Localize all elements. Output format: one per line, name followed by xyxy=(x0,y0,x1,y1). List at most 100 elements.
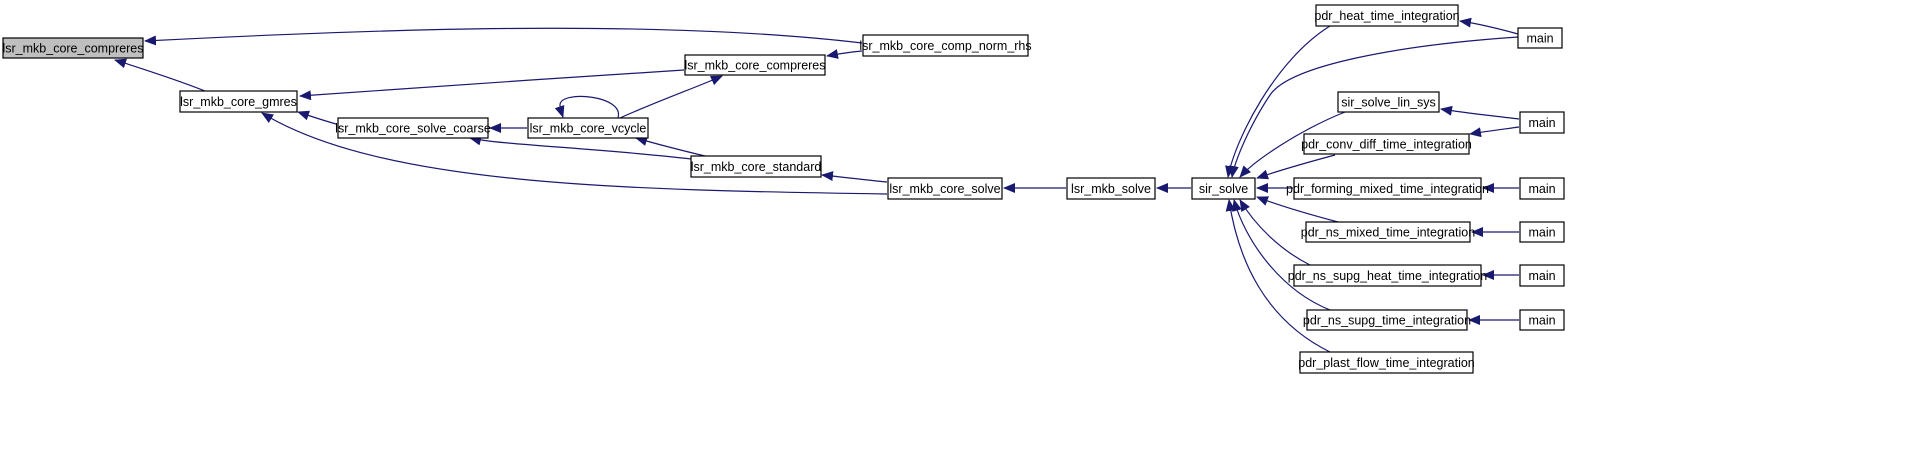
edge-ns_mixed-to-sir_solve xyxy=(1256,196,1339,223)
edge-comp_norm_rhs-to-compreres_root xyxy=(144,27,863,46)
edge-main1-to-sir_solve xyxy=(1228,36,1519,178)
node-label: sir_solve xyxy=(1199,182,1248,196)
edge-lin_sys-to-sir_solve xyxy=(1239,111,1346,178)
node-box xyxy=(527,117,649,139)
node-label: pdr_conv_diff_time_integration xyxy=(1301,138,1472,152)
edge-gmres-to-compreres_root xyxy=(114,58,206,92)
node-box xyxy=(1191,177,1256,200)
node-label: pdr_ns_mixed_time_integration xyxy=(1301,226,1475,240)
node-box xyxy=(1303,133,1470,155)
node-main1[interactable]: main xyxy=(1517,27,1563,49)
node-box xyxy=(862,34,1029,57)
node-label: lsr_mkb_core_solve_coarse xyxy=(335,122,491,136)
node-label: lsr_mkb_core_compreres xyxy=(2,42,143,56)
node-label: pdr_plast_flow_time_integration xyxy=(1298,356,1475,370)
node-label: lsr_mkb_core_standard xyxy=(691,160,822,174)
node-forming[interactable]: pdr_forming_mixed_time_integration xyxy=(1286,177,1489,200)
edges-layer xyxy=(114,17,1520,353)
node-box xyxy=(1337,91,1440,113)
node-box xyxy=(887,177,1003,200)
edge-arrow xyxy=(826,49,863,59)
nodes-layer: lsr_mkb_core_compreres lsr_mkb_core_gmres… xyxy=(2,4,1565,374)
node-box xyxy=(690,155,822,178)
node-box xyxy=(1517,27,1563,49)
node-plast[interactable]: pdr_plast_flow_time_integration xyxy=(1298,351,1475,374)
node-box xyxy=(1305,221,1471,243)
edge-supg-to-sir_solve xyxy=(1232,199,1331,311)
node-ns-mixed[interactable]: pdr_ns_mixed_time_integration xyxy=(1301,221,1475,243)
edge-arrow xyxy=(1232,199,1331,311)
node-box xyxy=(2,37,144,59)
edge-arrow xyxy=(469,135,701,161)
node-heat[interactable]: pdr_heat_time_integration xyxy=(1314,4,1460,27)
edge-arrow xyxy=(1228,36,1519,178)
node-label: main xyxy=(1528,182,1555,196)
node-main4[interactable]: main xyxy=(1519,221,1565,243)
edge-heat-to-sir_solve xyxy=(1225,25,1331,178)
node-label: main xyxy=(1526,32,1553,46)
node-mkb-solve[interactable]: lsr_mkb_solve xyxy=(1066,177,1156,200)
edge-core_solve-to-standard xyxy=(821,171,888,183)
node-box xyxy=(179,90,298,113)
edge-supg_heat-to-sir_solve xyxy=(1239,199,1311,266)
edge-arrow xyxy=(1256,154,1336,180)
node-label: pdr_forming_mixed_time_integration xyxy=(1286,182,1489,196)
edge-arrow xyxy=(554,95,619,119)
edge-solve_coarse-to-gmres xyxy=(297,110,337,125)
node-solve-coarse[interactable]: lsr_mkb_core_solve_coarse xyxy=(335,117,491,139)
node-core-solve[interactable]: lsr_mkb_core_solve xyxy=(887,177,1003,200)
node-box xyxy=(337,117,489,139)
node-conv-diff[interactable]: pdr_conv_diff_time_integration xyxy=(1301,133,1472,155)
node-label: main xyxy=(1528,116,1555,130)
node-main3[interactable]: main xyxy=(1519,177,1565,200)
edge-main2-to-conv_diff xyxy=(1469,126,1520,138)
node-sir-solve[interactable]: sir_solve xyxy=(1191,177,1256,200)
edge-arrow xyxy=(1469,126,1520,138)
node-label: sir_solve_lin_sys xyxy=(1341,96,1435,110)
node-standard[interactable]: lsr_mkb_core_standard xyxy=(690,155,822,178)
node-compreres-root[interactable]: lsr_mkb_core_compreres xyxy=(2,37,144,59)
edge-arrow xyxy=(297,110,337,125)
edge-standard-to-vcycle xyxy=(635,136,706,157)
node-label: lsr_mkb_core_gmres xyxy=(180,95,297,109)
node-comp-norm-rhs[interactable]: lsr_mkb_core_comp_norm_rhs xyxy=(859,34,1032,57)
edge-arrow xyxy=(299,69,685,101)
node-box xyxy=(1519,177,1565,200)
node-label: pdr_ns_supg_time_integration xyxy=(1303,314,1471,328)
edge-compreres-to-gmres xyxy=(299,69,685,101)
node-label: pdr_heat_time_integration xyxy=(1314,9,1459,23)
edge-plast-to-sir_solve xyxy=(1225,199,1331,353)
node-main5[interactable]: main xyxy=(1519,264,1565,287)
edge-arrow xyxy=(1459,17,1519,35)
node-supg-heat[interactable]: pdr_ns_supg_heat_time_integration xyxy=(1288,264,1487,287)
node-label: pdr_ns_supg_heat_time_integration xyxy=(1288,269,1487,283)
node-lin-sys[interactable]: sir_solve_lin_sys xyxy=(1337,91,1440,113)
edge-comp_norm_rhs-to-compreres xyxy=(826,49,863,59)
node-vcycle[interactable]: lsr_mkb_core_vcycle xyxy=(527,117,649,139)
node-main6[interactable]: main xyxy=(1519,309,1565,331)
node-supg[interactable]: pdr_ns_supg_time_integration xyxy=(1303,309,1471,331)
edge-arrow xyxy=(114,58,206,92)
node-main2[interactable]: main xyxy=(1519,111,1565,134)
node-box xyxy=(1299,351,1474,374)
node-box xyxy=(1066,177,1156,200)
edge-arrow xyxy=(1239,111,1346,178)
node-gmres[interactable]: lsr_mkb_core_gmres xyxy=(179,90,298,113)
node-box xyxy=(684,54,826,76)
node-box xyxy=(1306,309,1468,331)
node-label: main xyxy=(1528,314,1555,328)
edge-arrow xyxy=(1440,105,1520,120)
node-label: main xyxy=(1528,269,1555,283)
node-box xyxy=(1293,264,1482,287)
edge-arrow xyxy=(261,112,888,195)
edge-core_solve-to-gmres xyxy=(261,112,888,195)
node-compreres[interactable]: lsr_mkb_core_compreres xyxy=(684,54,826,76)
node-label: main xyxy=(1528,226,1555,240)
edge-arrow xyxy=(821,171,888,183)
node-box xyxy=(1519,309,1565,331)
edge-arrow xyxy=(144,27,863,46)
edge-arrow xyxy=(635,136,706,157)
node-label: lsr_mkb_core_comp_norm_rhs xyxy=(859,39,1031,53)
edge-standard-to-solve_coarse xyxy=(469,135,701,161)
